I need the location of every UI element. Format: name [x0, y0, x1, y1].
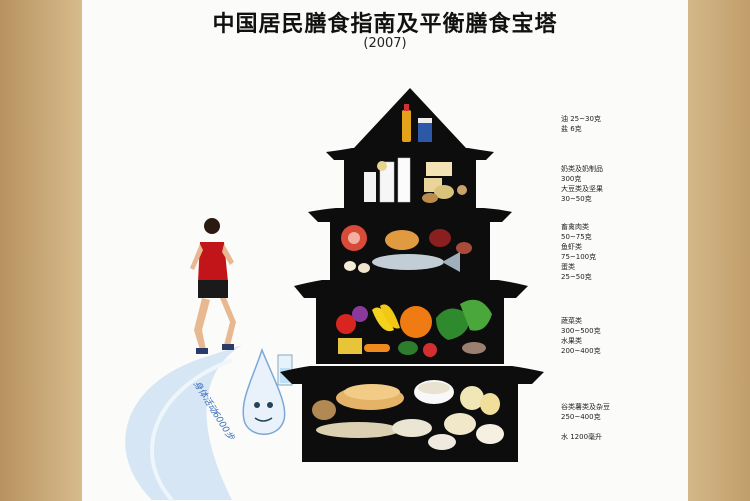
label-line: 奶类及奶制品 — [561, 165, 603, 173]
label-line: 大豆类及坚果 — [561, 185, 603, 193]
label-grain-water: 谷类薯类及杂豆 250~400克 水 1200毫升 — [561, 402, 610, 442]
meat-fish-egg-items — [341, 225, 472, 273]
label-line — [561, 422, 610, 432]
label-dairy-soy: 奶类及奶制品 300克 大豆类及坚果 30~50克 — [561, 164, 603, 204]
pagoda-diagram — [125, 88, 544, 501]
label-line: 蛋类 — [561, 263, 575, 271]
label-line: 25~50克 — [561, 273, 592, 281]
label-line: 蔬菜类 — [561, 317, 582, 325]
dairy-soy-items — [364, 157, 467, 203]
label-line: 畜禽肉类 — [561, 223, 589, 231]
label-oil-salt: 油 25~30克 盐 6克 — [561, 114, 601, 134]
label-line: 50~75克 — [561, 233, 592, 241]
label-line: 75~100克 — [561, 253, 597, 261]
label-meat-fish-egg: 畜禽肉类 50~75克 鱼虾类 75~100克 蛋类 25~50克 — [561, 222, 596, 282]
poster-year: (2007) — [363, 36, 407, 51]
background-right — [688, 0, 750, 501]
oil-salt-items — [402, 104, 432, 142]
label-line: 200~400克 — [561, 347, 601, 355]
label-line: 300~500克 — [561, 327, 601, 335]
label-line: 250~400克 — [561, 413, 601, 421]
runner-figure — [190, 218, 236, 354]
label-line: 谷类薯类及杂豆 — [561, 403, 610, 411]
label-line: 盐 6克 — [561, 125, 582, 133]
label-line: 30~50克 — [561, 195, 592, 203]
poster-paper: 中国居民膳食指南及平衡膳食宝塔 (2007) — [82, 0, 688, 501]
label-line: 水果类 — [561, 337, 582, 345]
activity-path-highlight — [150, 358, 233, 501]
label-line: 油 25~30克 — [561, 115, 601, 123]
water-drop-mascot — [242, 347, 293, 435]
grain-items — [312, 380, 504, 450]
label-line: 300克 — [561, 175, 582, 183]
label-vegetable-fruit: 蔬菜类 300~500克 水果类 200~400克 — [561, 316, 601, 356]
background-left — [0, 0, 82, 501]
poster-title: 中国居民膳食指南及平衡膳食宝塔 — [212, 11, 558, 37]
label-line: 鱼虾类 — [561, 243, 582, 251]
label-line: 水 1200毫升 — [561, 433, 603, 441]
vegetable-fruit-items — [336, 299, 492, 357]
